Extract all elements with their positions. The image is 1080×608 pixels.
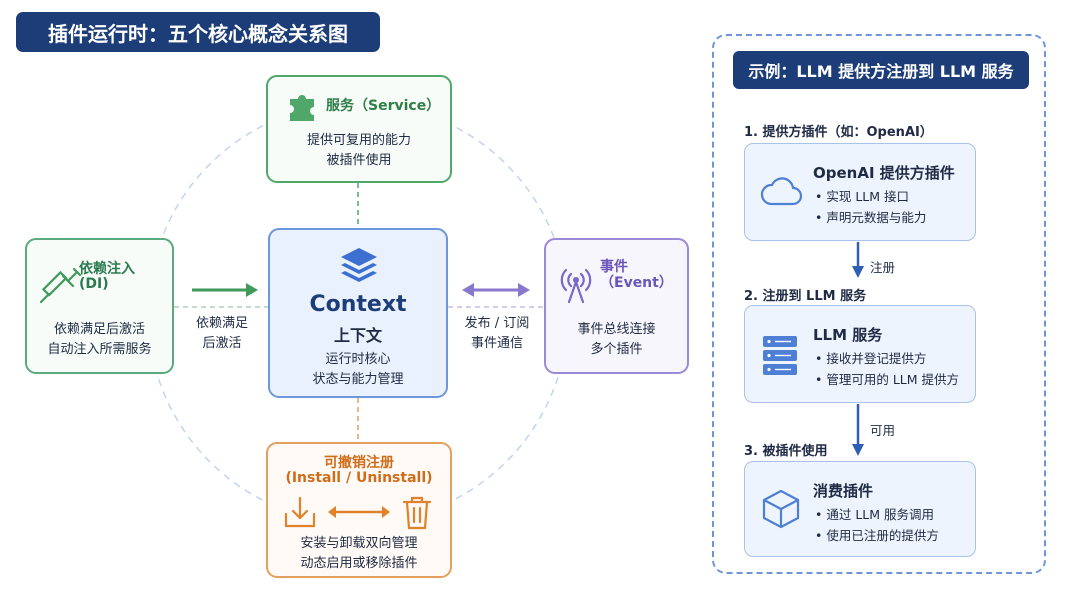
event-subtitle: （Event） [600, 275, 673, 291]
step-card-title: LLM 服务 [813, 326, 883, 344]
context-desc-line: 状态与能力管理 [312, 372, 404, 387]
di-node: 依赖注入 (DI) 依赖满足后激活 自动注入所需服务 [25, 238, 174, 374]
step-bullet: 通过 LLM 服务调用 [815, 504, 939, 525]
context-event-arrow [462, 283, 530, 297]
step-bullet: 接收并登记提供方 [815, 348, 959, 369]
page-title: 插件运行时：五个核心概念关系图 [16, 12, 380, 52]
step-bullet: 管理可用的 LLM 提供方 [815, 369, 959, 390]
service-title: 服务（Service） [326, 98, 441, 114]
step-label: 2. 注册到 LLM 服务 [744, 289, 867, 304]
di-context-label: 后激活 [202, 336, 242, 351]
event-node: 事件 （Event） 事件总线连接 多个插件 [544, 238, 689, 374]
di-desc-line: 依赖满足后激活 [53, 322, 145, 337]
antenna-icon [560, 268, 592, 304]
install-desc-line: 动态启用或移除插件 [300, 556, 418, 571]
install-icons [284, 496, 432, 530]
context-node: Context 上下文 运行时核心 状态与能力管理 [268, 228, 448, 398]
step-card-title: 消费插件 [813, 482, 874, 500]
syringe-icon [39, 267, 82, 304]
context-desc-line: 运行时核心 [325, 352, 391, 367]
step-label: 1. 提供方插件（如：OpenAI） [744, 125, 933, 140]
context-event-label: 事件通信 [470, 336, 523, 351]
step-label: 3. 被插件使用 [744, 444, 828, 459]
di-context-label: 依赖满足 [195, 316, 248, 331]
di-title-abbr: (DI) [79, 276, 109, 292]
step-card-provider: OpenAI 提供方插件 实现 LLM 接口 声明元数据与能力 [744, 143, 976, 241]
cube-icon [762, 489, 800, 529]
install-node: 可撤销注册 (Install / Uninstall) 安装与卸载双向管理 动态… [266, 442, 452, 578]
puzzle-icon [290, 95, 314, 121]
di-title: 依赖注入 [79, 261, 135, 277]
service-node: 服务（Service） 提供可复用的能力 被插件使用 [266, 75, 452, 183]
step-card-llm-service: LLM 服务 接收并登记提供方 管理可用的 LLM 提供方 [744, 305, 976, 403]
step-card-title: OpenAI 提供方插件 [813, 164, 955, 182]
install-subtitle: (Install / Uninstall) [285, 470, 433, 486]
install-title: 可撤销注册 [324, 455, 394, 471]
di-to-context-arrow [192, 283, 258, 297]
context-title: Context [309, 292, 407, 317]
step-bullet: 实现 LLM 接口 [815, 186, 926, 207]
event-desc-line: 多个插件 [590, 342, 643, 357]
double-arrow-icon [328, 506, 390, 518]
example-title: 示例：LLM 提供方注册到 LLM 服务 [733, 51, 1029, 89]
download-icon [284, 496, 316, 528]
layers-icon [341, 248, 377, 282]
register-arrow [852, 242, 864, 278]
available-arrow-label: 可用 [870, 423, 896, 438]
install-desc-line: 安装与卸载双向管理 [300, 536, 418, 551]
event-desc-line: 事件总线连接 [577, 322, 656, 337]
cloud-icon [760, 177, 803, 206]
step-card-consumer: 消费插件 通过 LLM 服务调用 使用已注册的提供方 [744, 461, 976, 557]
available-arrow [852, 404, 864, 456]
step-bullet: 使用已注册的提供方 [815, 525, 939, 546]
context-event-label: 发布 / 订阅 [464, 316, 530, 331]
step-bullet: 声明元数据与能力 [815, 207, 926, 228]
service-desc-line: 提供可复用的能力 [306, 133, 411, 148]
service-desc-line: 被插件使用 [326, 153, 392, 168]
di-desc-line: 自动注入所需服务 [47, 342, 152, 357]
example-panel [712, 34, 1046, 574]
register-arrow-label: 注册 [870, 260, 896, 275]
server-icon [763, 336, 797, 375]
context-subtitle: 上下文 [333, 326, 382, 345]
trash-icon [402, 496, 432, 530]
event-title: 事件 [600, 259, 628, 275]
